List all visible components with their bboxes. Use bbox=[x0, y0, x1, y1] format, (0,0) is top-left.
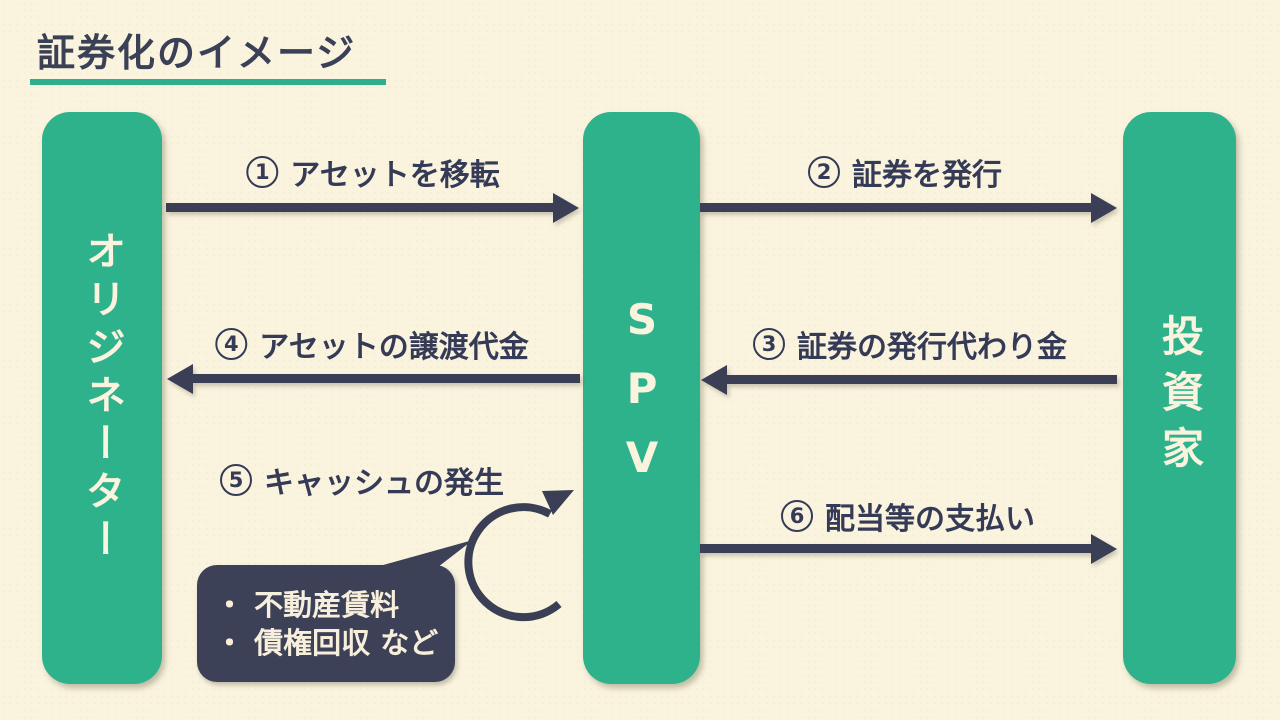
flow-number-badge: 5 bbox=[220, 464, 252, 496]
flow-label-6: 6 配当等の支払い bbox=[781, 494, 1035, 538]
entity-spv-label: SPV bbox=[617, 294, 667, 502]
flow-text: 配当等の支払い bbox=[825, 502, 1035, 537]
flow-number-badge: 3 bbox=[753, 328, 785, 360]
flow-text: キャッシュの発生 bbox=[264, 466, 504, 501]
arrow-issuance-proceeds-icon bbox=[727, 375, 1117, 384]
cycle-arrowhead-icon bbox=[542, 490, 574, 515]
flow-label-3: 3 証券の発行代わり金 bbox=[753, 322, 1067, 366]
flow-text: 証券の発行代わり金 bbox=[797, 330, 1067, 365]
cash-cycle-arrow-icon bbox=[464, 490, 574, 622]
flow-number-badge: 1 bbox=[246, 156, 279, 188]
note-line: ・ 債権回収 など bbox=[215, 625, 439, 660]
arrow-dividend-payment-icon bbox=[700, 544, 1091, 553]
flow-number-badge: 6 bbox=[781, 500, 813, 532]
flow-label-1: 1 アセットを移転 bbox=[246, 150, 500, 194]
cash-sources-note: ・ 不動産賃料 ・ 債権回収 など bbox=[197, 565, 455, 682]
entity-spv: SPV bbox=[583, 112, 700, 684]
arrow-issue-securities-icon bbox=[700, 203, 1091, 212]
flow-number-badge: 4 bbox=[215, 328, 248, 360]
entity-originator-label: オリジネーター bbox=[79, 230, 125, 566]
entity-investor: 投資家 bbox=[1123, 112, 1236, 684]
arrow-asset-transfer-icon bbox=[166, 203, 553, 212]
entity-investor-label: 投資家 bbox=[1155, 314, 1205, 482]
flow-text: アセットの譲渡代金 bbox=[259, 330, 529, 365]
entity-originator: オリジネーター bbox=[42, 112, 162, 684]
flow-label-5: 5 キャッシュの発生 bbox=[220, 458, 504, 502]
arrow-asset-payment-icon bbox=[193, 374, 580, 383]
flow-number-badge: 2 bbox=[808, 156, 840, 188]
note-line: ・ 不動産賃料 bbox=[215, 587, 400, 622]
flow-label-2: 2 証券を発行 bbox=[808, 150, 1002, 194]
flow-label-4: 4 アセットの譲渡代金 bbox=[215, 322, 529, 366]
flow-text: 証券を発行 bbox=[852, 158, 1002, 193]
page-title: 証券化のイメージ bbox=[37, 31, 357, 75]
flow-text: アセットを移転 bbox=[290, 158, 500, 193]
title-underline bbox=[30, 79, 386, 85]
